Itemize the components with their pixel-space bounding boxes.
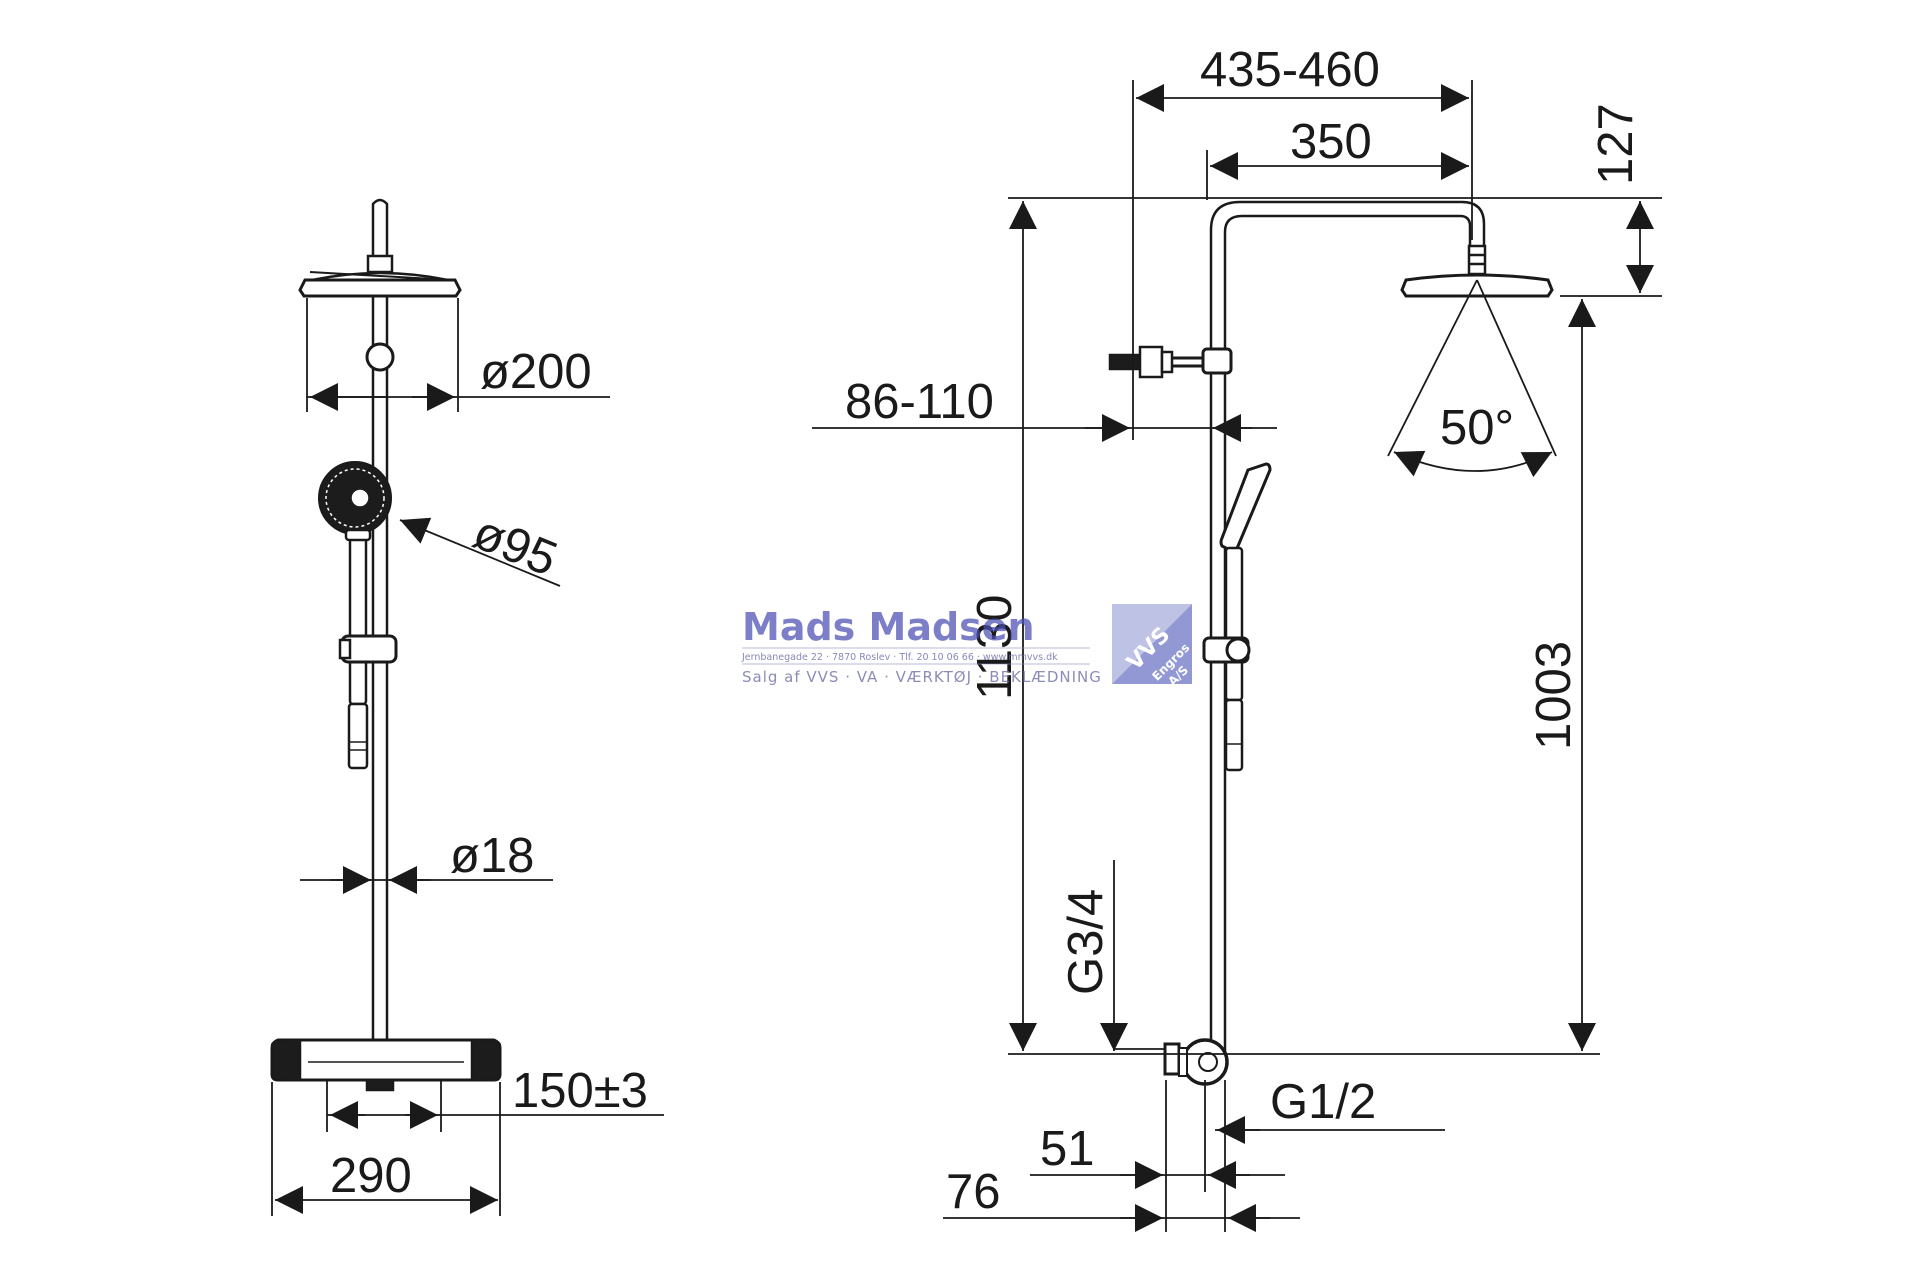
head-diameter-label: ø200 bbox=[480, 345, 592, 399]
front-hose-end bbox=[347, 702, 369, 770]
front-dimensions bbox=[271, 298, 664, 1216]
hand-diameter-label: ø95 bbox=[466, 505, 565, 587]
inlet-thread-label: G1/2 bbox=[1270, 1075, 1376, 1129]
side-hand-shower bbox=[1219, 462, 1272, 552]
watermark-tagline: Salg af VVS · VA · VÆRKTØJ · BEKLÆDNING bbox=[742, 668, 1102, 686]
watermark-company: Mads Madsen bbox=[742, 605, 1035, 649]
front-top-pipe bbox=[371, 198, 389, 262]
spray-angle-label: 50° bbox=[1440, 401, 1514, 455]
watermark-badge: VVS Engros A/S bbox=[1112, 604, 1192, 689]
front-rail-joint bbox=[365, 342, 395, 372]
watermark-address: Jernbanegade 22 · 7870 Roslev · Tlf. 20 … bbox=[741, 652, 1058, 663]
wall-distance-label: 86-110 bbox=[845, 375, 994, 429]
front-labels: ø200 ø95 ø18 150±3 290 bbox=[330, 345, 648, 1203]
outlet-thread-label: G3/4 bbox=[1059, 889, 1113, 995]
side-bracket-clamp bbox=[1201, 347, 1233, 375]
side-view bbox=[1108, 200, 1554, 1086]
valve-spacing-label: 150±3 bbox=[512, 1064, 648, 1118]
side-wall-mount bbox=[1108, 353, 1142, 371]
watermark: Mads Madsen Jernbanegade 22 · 7870 Rosle… bbox=[741, 604, 1192, 689]
side-inlet-nut bbox=[1163, 1042, 1181, 1076]
head-height-label: 1003 bbox=[1527, 641, 1581, 750]
arm-reach-label: 435-460 bbox=[1200, 43, 1380, 97]
rail-diameter-label: ø18 bbox=[450, 829, 534, 883]
front-shower-head bbox=[298, 278, 462, 298]
arm-length-label: 350 bbox=[1290, 115, 1372, 169]
head-drop-label: 127 bbox=[1589, 103, 1643, 185]
side-shower-head bbox=[1400, 273, 1554, 298]
side-head-connector bbox=[1467, 244, 1487, 276]
front-view bbox=[270, 198, 502, 1092]
side-hose-end bbox=[1224, 698, 1244, 772]
side-hand-handle bbox=[1224, 546, 1244, 702]
total-height-label: 1130 bbox=[968, 595, 1022, 700]
depth-outer-label: 76 bbox=[946, 1165, 1001, 1219]
front-hand-handle bbox=[348, 532, 368, 706]
spray-cone bbox=[1387, 279, 1557, 478]
side-dimensions bbox=[812, 80, 1662, 1232]
front-thermostat bbox=[270, 1038, 502, 1082]
side-labels: 435-460 350 127 86-110 50° 1130 1003 G3/… bbox=[845, 43, 1643, 1219]
side-riser-arm bbox=[1209, 200, 1486, 1055]
depth-inner-label: 51 bbox=[1040, 1122, 1095, 1176]
valve-width-label: 290 bbox=[330, 1149, 412, 1203]
front-head-connector bbox=[366, 254, 394, 274]
